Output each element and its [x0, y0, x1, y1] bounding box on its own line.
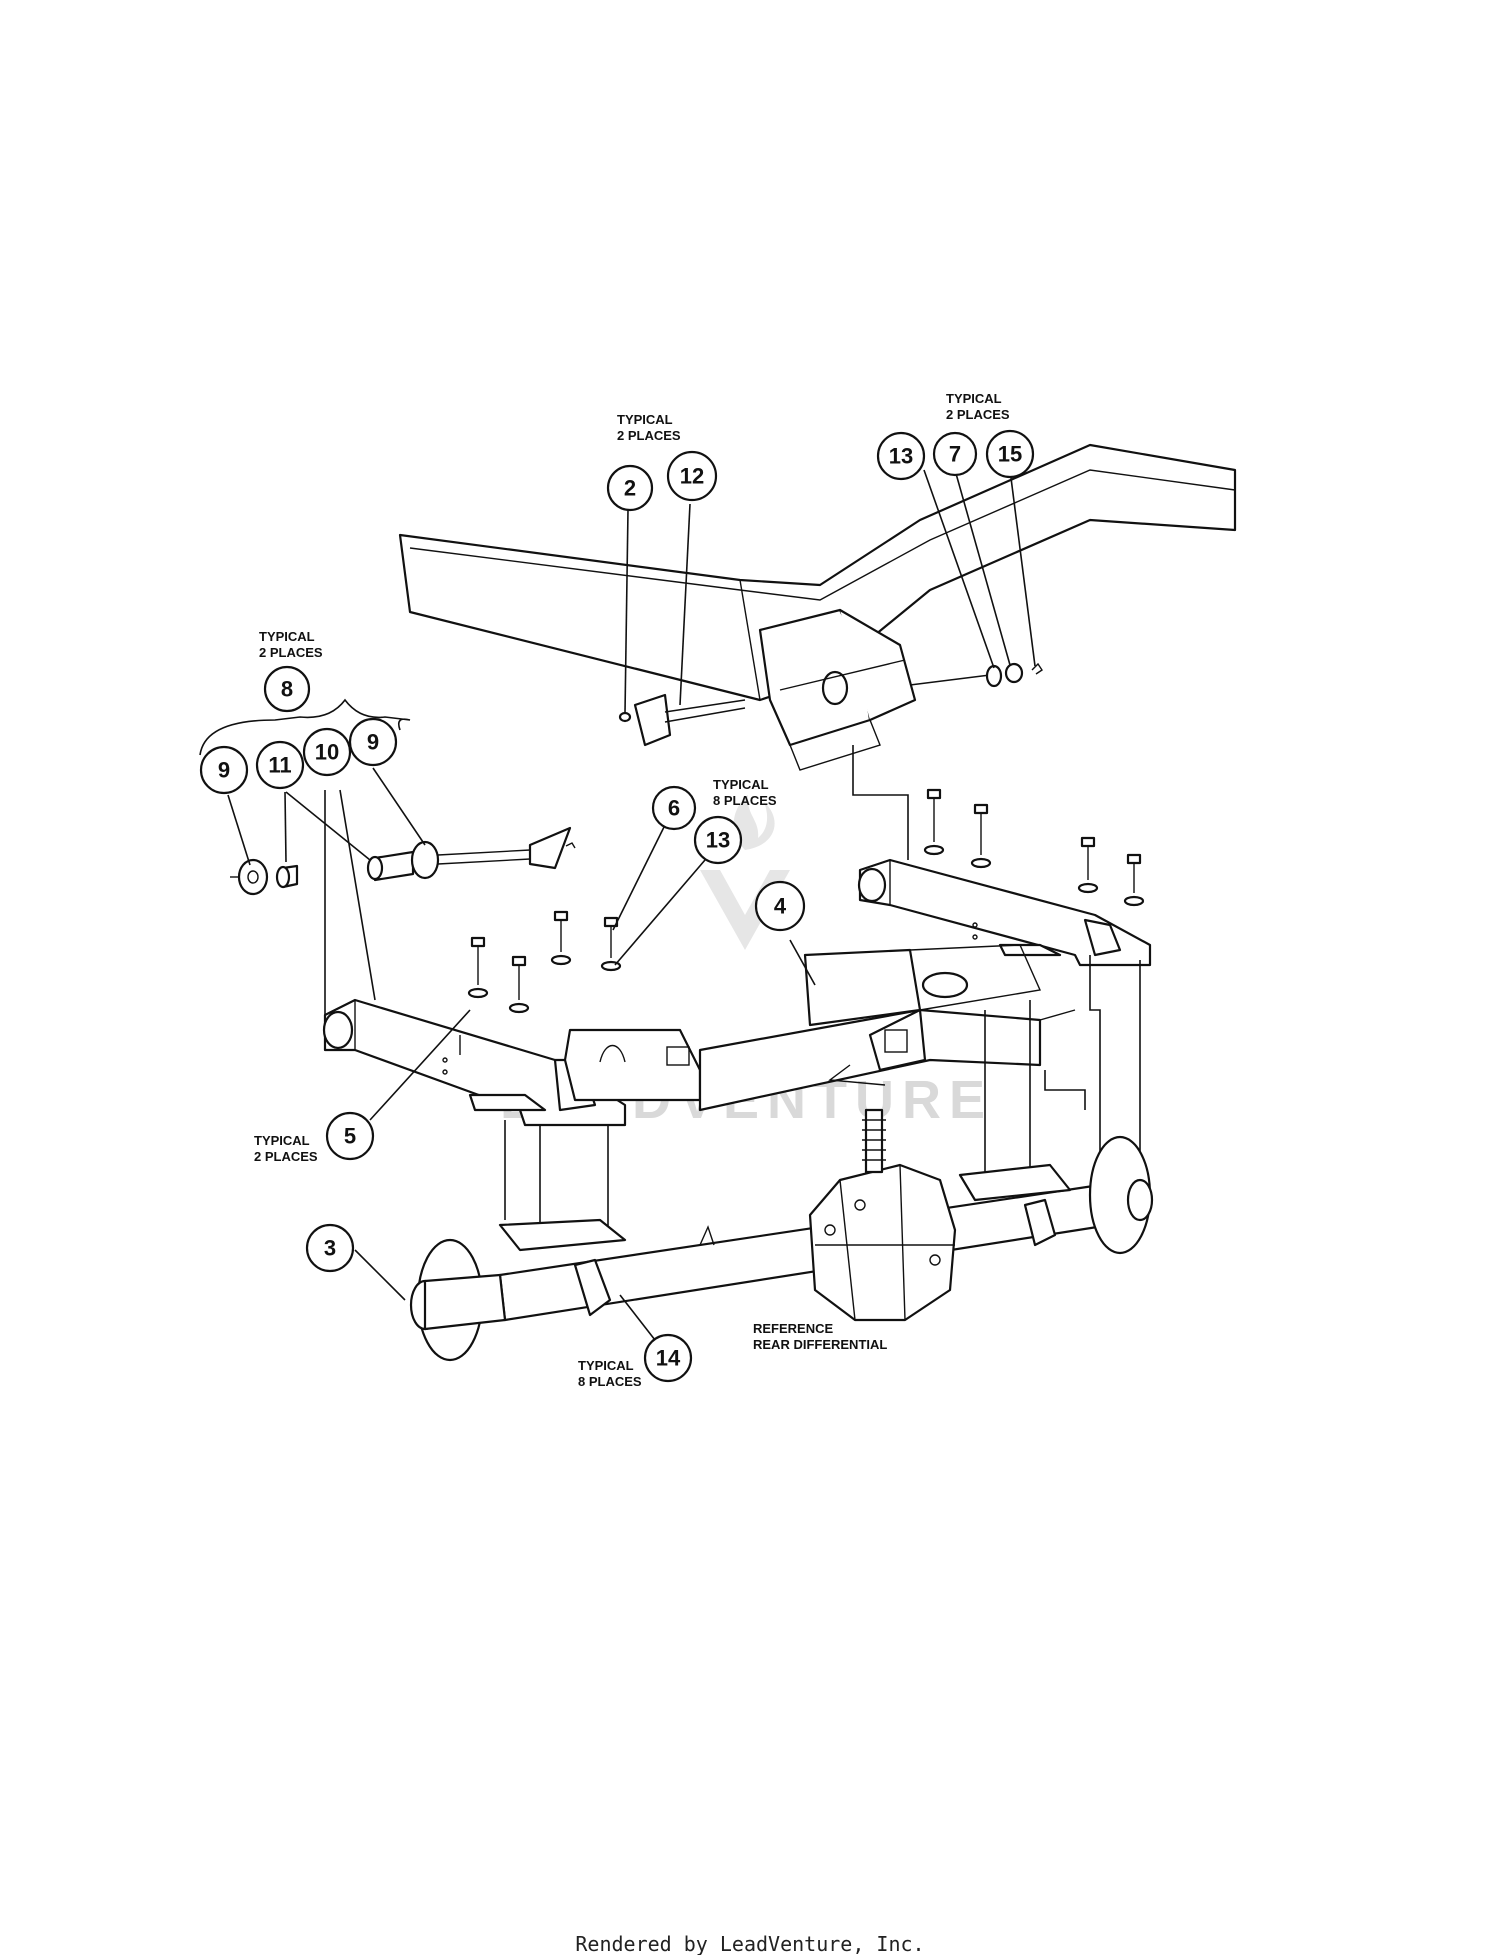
note-line: TYPICAL: [713, 777, 769, 792]
note-line: TYPICAL: [617, 412, 673, 427]
note-line: 2 PLACES: [254, 1149, 318, 1164]
bolt: [600, 916, 622, 972]
callout-4: 4: [754, 880, 806, 932]
leader-lines: [199, 469, 1036, 1341]
callout-10: 10: [302, 727, 352, 777]
pivot-bolt-upper: [618, 693, 746, 747]
callout-number: 4: [774, 894, 787, 919]
note-typical-8-places-upper: TYPICAL 8 PLACES: [713, 777, 777, 808]
note-line: TYPICAL: [578, 1358, 634, 1373]
callout-number: 10: [315, 740, 339, 765]
callout-9-left: 9: [199, 745, 249, 795]
callout-number: 9: [218, 758, 230, 783]
callout-11: 11: [255, 740, 305, 790]
assembly-lines: [504, 745, 1141, 1235]
callout-number: 5: [344, 1124, 356, 1149]
callout-5: 5: [325, 1111, 375, 1161]
callout-number: 8: [281, 677, 293, 702]
callout-number: 7: [949, 442, 961, 467]
callout-15: 15: [985, 429, 1035, 479]
callout-number: 9: [367, 730, 379, 755]
trailing-arm-right: [857, 858, 1152, 967]
hitch-crossmember: [563, 944, 1076, 1112]
rear-axle: [409, 1135, 1154, 1362]
callout-number: 3: [324, 1236, 336, 1261]
bolt: [1123, 853, 1145, 907]
bolt: [550, 910, 572, 966]
callout-number: 12: [680, 464, 704, 489]
note-line: 8 PLACES: [578, 1374, 642, 1389]
note-reference-rear-differential: REFERENCE REAR DIFFERENTIAL: [753, 1321, 887, 1352]
note-line: 2 PLACES: [946, 407, 1010, 422]
note-line: REAR DIFFERENTIAL: [753, 1337, 887, 1352]
callout-3: 3: [305, 1223, 355, 1273]
note-line: REFERENCE: [753, 1321, 834, 1336]
note-typical-2-places-lower: TYPICAL 2 PLACES: [254, 1133, 318, 1164]
callout-13-middle: 13: [693, 815, 743, 865]
callout-14: 14: [643, 1333, 693, 1383]
callout-13-upper: 13: [876, 431, 926, 481]
note-line: 8 PLACES: [713, 793, 777, 808]
frame-rail: [398, 443, 1237, 702]
mounting-bolts: [467, 788, 1145, 1014]
note-line: 2 PLACES: [259, 645, 323, 660]
callout-6: 6: [651, 785, 697, 831]
bolt: [970, 803, 992, 869]
callout-7: 7: [932, 431, 978, 477]
note-typical-8-places-lower: TYPICAL 8 PLACES: [578, 1358, 642, 1389]
rear-differential: [808, 1108, 957, 1322]
bushing-set: [230, 826, 576, 896]
callout-number: 15: [998, 442, 1022, 467]
callout-number: 13: [889, 444, 913, 469]
bolt: [1077, 836, 1099, 894]
callout-number: 6: [668, 796, 680, 821]
callout-number: 2: [624, 476, 636, 501]
bolt: [508, 955, 530, 1014]
note-line: TYPICAL: [254, 1133, 310, 1148]
note-typical-2-places-top: TYPICAL 2 PLACES: [617, 412, 681, 443]
bolt: [467, 936, 489, 999]
note-line: TYPICAL: [259, 629, 315, 644]
footer-credit: Rendered by LeadVenture, Inc.: [575, 1932, 925, 1955]
callout-9-right: 9: [348, 717, 398, 767]
callout-12: 12: [666, 450, 718, 502]
bolt: [923, 788, 945, 856]
note-typical-2-places-right: TYPICAL 2 PLACES: [946, 391, 1010, 422]
note-typical-2-places-left: TYPICAL 2 PLACES: [259, 629, 323, 660]
note-line: TYPICAL: [946, 391, 1002, 406]
callout-number: 11: [268, 753, 291, 778]
note-line: 2 PLACES: [617, 428, 681, 443]
callout-number: 14: [656, 1346, 681, 1371]
frame-bracket: [758, 608, 917, 771]
nut-hardware-upper: [909, 662, 1043, 688]
callout-8: 8: [263, 665, 311, 713]
callout-number: 13: [706, 828, 730, 853]
callout-2: 2: [606, 464, 654, 512]
